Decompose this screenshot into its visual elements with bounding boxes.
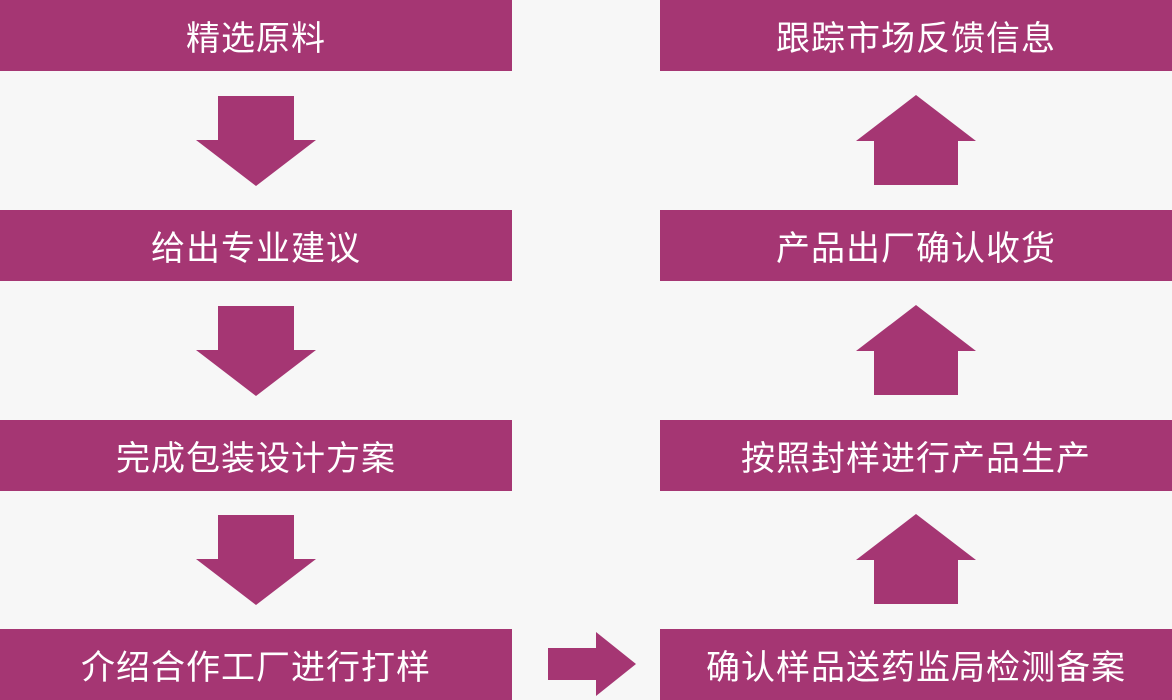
step-label: 完成包装设计方案 (116, 439, 396, 479)
step-label: 精选原料 (186, 19, 326, 59)
up-arrow-icon (856, 95, 976, 185)
step-factory-sampling: 介绍合作工厂进行打样 (0, 629, 512, 700)
up-arrow-icon (856, 514, 976, 604)
step-packaging-design: 完成包装设计方案 (0, 420, 512, 491)
right-arrow-icon (548, 632, 636, 696)
down-arrow-icon (196, 515, 316, 605)
down-arrow-icon (196, 306, 316, 396)
step-production: 按照封样进行产品生产 (660, 420, 1172, 491)
step-label: 给出专业建议 (151, 229, 361, 269)
step-sample-filing: 确认样品送药监局检测备案 (660, 629, 1172, 700)
step-label: 跟踪市场反馈信息 (776, 19, 1056, 59)
step-select-materials: 精选原料 (0, 0, 512, 71)
step-label: 介绍合作工厂进行打样 (81, 648, 431, 688)
step-label: 按照封样进行产品生产 (741, 439, 1091, 479)
step-factory-delivery: 产品出厂确认收货 (660, 210, 1172, 281)
step-label: 产品出厂确认收货 (776, 229, 1056, 269)
step-professional-advice: 给出专业建议 (0, 210, 512, 281)
step-market-feedback: 跟踪市场反馈信息 (660, 0, 1172, 71)
up-arrow-icon (856, 305, 976, 395)
down-arrow-icon (196, 96, 316, 186)
step-label: 确认样品送药监局检测备案 (706, 648, 1126, 688)
